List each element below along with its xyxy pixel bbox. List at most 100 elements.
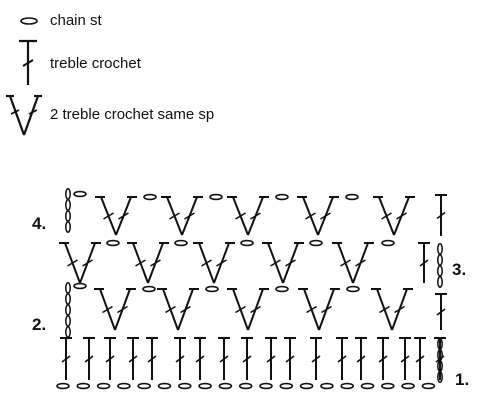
v-cluster-slash	[180, 305, 191, 314]
treble-slash	[105, 355, 115, 363]
v-cluster-slash	[235, 305, 246, 314]
treble-slash	[415, 355, 425, 363]
foundation-chain-stitch	[137, 382, 151, 390]
row3-turning-chain	[437, 243, 443, 255]
row4-turning-chain	[65, 210, 71, 222]
treble-slash	[128, 355, 138, 363]
foundation-chain-stitch	[421, 382, 436, 390]
v-cluster-slash	[340, 259, 351, 267]
row3-turning-chain	[437, 265, 443, 277]
treble-slash	[219, 355, 229, 363]
v-cluster-slash	[118, 212, 129, 220]
row4-turning-chain	[65, 199, 71, 211]
row4-chain	[275, 193, 289, 201]
treble-slash	[266, 355, 276, 363]
treble-slash	[84, 355, 94, 363]
row2-turning-chain	[65, 293, 71, 305]
treble-slash	[436, 308, 446, 316]
row3-chain	[174, 239, 188, 247]
row-number-2: 2.	[32, 315, 46, 334]
foundation-chain-stitch	[96, 382, 111, 390]
v-cluster-slash	[184, 212, 195, 220]
row2-chain	[142, 285, 156, 293]
v-cluster-slash	[201, 259, 212, 267]
row-number-3: 3.	[452, 260, 466, 279]
treble-crochet-icon	[19, 39, 37, 85]
foundation-chain-stitch	[279, 382, 294, 390]
v-cluster-slash	[117, 305, 128, 314]
row3-chain	[240, 239, 254, 247]
row4-chain	[143, 193, 157, 201]
treble-slash	[378, 355, 388, 363]
v-cluster-slash	[67, 259, 78, 267]
row2-chain	[275, 285, 289, 293]
treble-slash	[285, 355, 295, 363]
row1-turning-chain	[437, 371, 443, 383]
treble-slash	[175, 355, 185, 363]
foundation-chain-stitch	[218, 382, 233, 390]
foundation-chain-stitch	[340, 382, 355, 390]
row4-chain	[73, 190, 87, 198]
legend-label-treble: treble crochet	[50, 55, 141, 72]
row4-chain	[209, 193, 223, 201]
treble-slash	[242, 355, 252, 363]
row2-turning-chain	[65, 282, 71, 294]
foundation-chain-stitch	[157, 382, 172, 390]
treble-slash	[356, 355, 366, 363]
chain-st-icon	[20, 17, 38, 25]
v-cluster-slash	[102, 305, 113, 314]
treble-slash	[436, 211, 446, 220]
v-cluster-slash	[396, 212, 407, 220]
foundation-chain-stitch	[360, 382, 375, 390]
row2-chain	[73, 282, 87, 290]
treble-slash	[195, 355, 205, 363]
v-cluster-slash	[285, 259, 296, 267]
foundation-chain-stitch	[320, 382, 334, 390]
foundation-chain-stitch	[380, 382, 395, 390]
v-cluster-slash	[379, 305, 390, 314]
treble-slash	[419, 259, 429, 267]
foundation-chain-stitch	[117, 382, 131, 390]
v-cluster-slash	[82, 259, 93, 267]
legend-label-two-treble: 2 treble crochet same sp	[50, 106, 215, 123]
foundation-chain-stitch	[401, 382, 415, 390]
foundation-chain-stitch	[259, 382, 273, 390]
v-cluster-slash	[135, 259, 146, 267]
foundation-chain-stitch	[76, 382, 91, 390]
stitch-layer	[56, 188, 447, 390]
row4-turning-chain	[65, 188, 71, 200]
v-cluster-slash	[381, 212, 392, 220]
foundation-chain-stitch	[178, 382, 192, 390]
row4-chain	[345, 193, 359, 201]
legend-label-chain: chain st	[50, 12, 102, 29]
v-cluster-slash	[165, 305, 176, 314]
treble-slash	[337, 355, 347, 363]
v-cluster-slash	[169, 212, 180, 220]
row-number-4: 4.	[32, 214, 46, 233]
v-cluster-slash	[394, 305, 405, 314]
v-cluster-slash	[270, 259, 281, 267]
foundation-chain-stitch	[238, 382, 253, 390]
v-cluster-slash	[216, 259, 227, 267]
v-cluster-slash	[305, 212, 316, 220]
row3-turning-chain	[437, 254, 443, 266]
row3-chain	[309, 239, 323, 247]
v-cluster-slash	[235, 212, 246, 220]
row-number-1: 1.	[455, 370, 469, 389]
v-cluster-slash	[250, 212, 261, 220]
foundation-chain-stitch	[56, 382, 70, 390]
v-cluster-slash	[320, 212, 331, 220]
v-cluster-slash	[306, 305, 317, 314]
foundation-chain-stitch	[299, 382, 314, 390]
row3-turning-chain	[437, 276, 443, 288]
row3-chain	[381, 239, 395, 247]
treble-slash	[147, 355, 157, 363]
v-cluster-slash	[250, 305, 261, 314]
v-cluster-slash	[321, 305, 332, 314]
treble-slash	[311, 355, 321, 363]
v-cluster-slash	[150, 259, 161, 267]
row4-turning-chain	[65, 221, 71, 233]
two-treble-same-space-icon	[6, 94, 42, 136]
v-cluster-slash	[103, 212, 114, 220]
